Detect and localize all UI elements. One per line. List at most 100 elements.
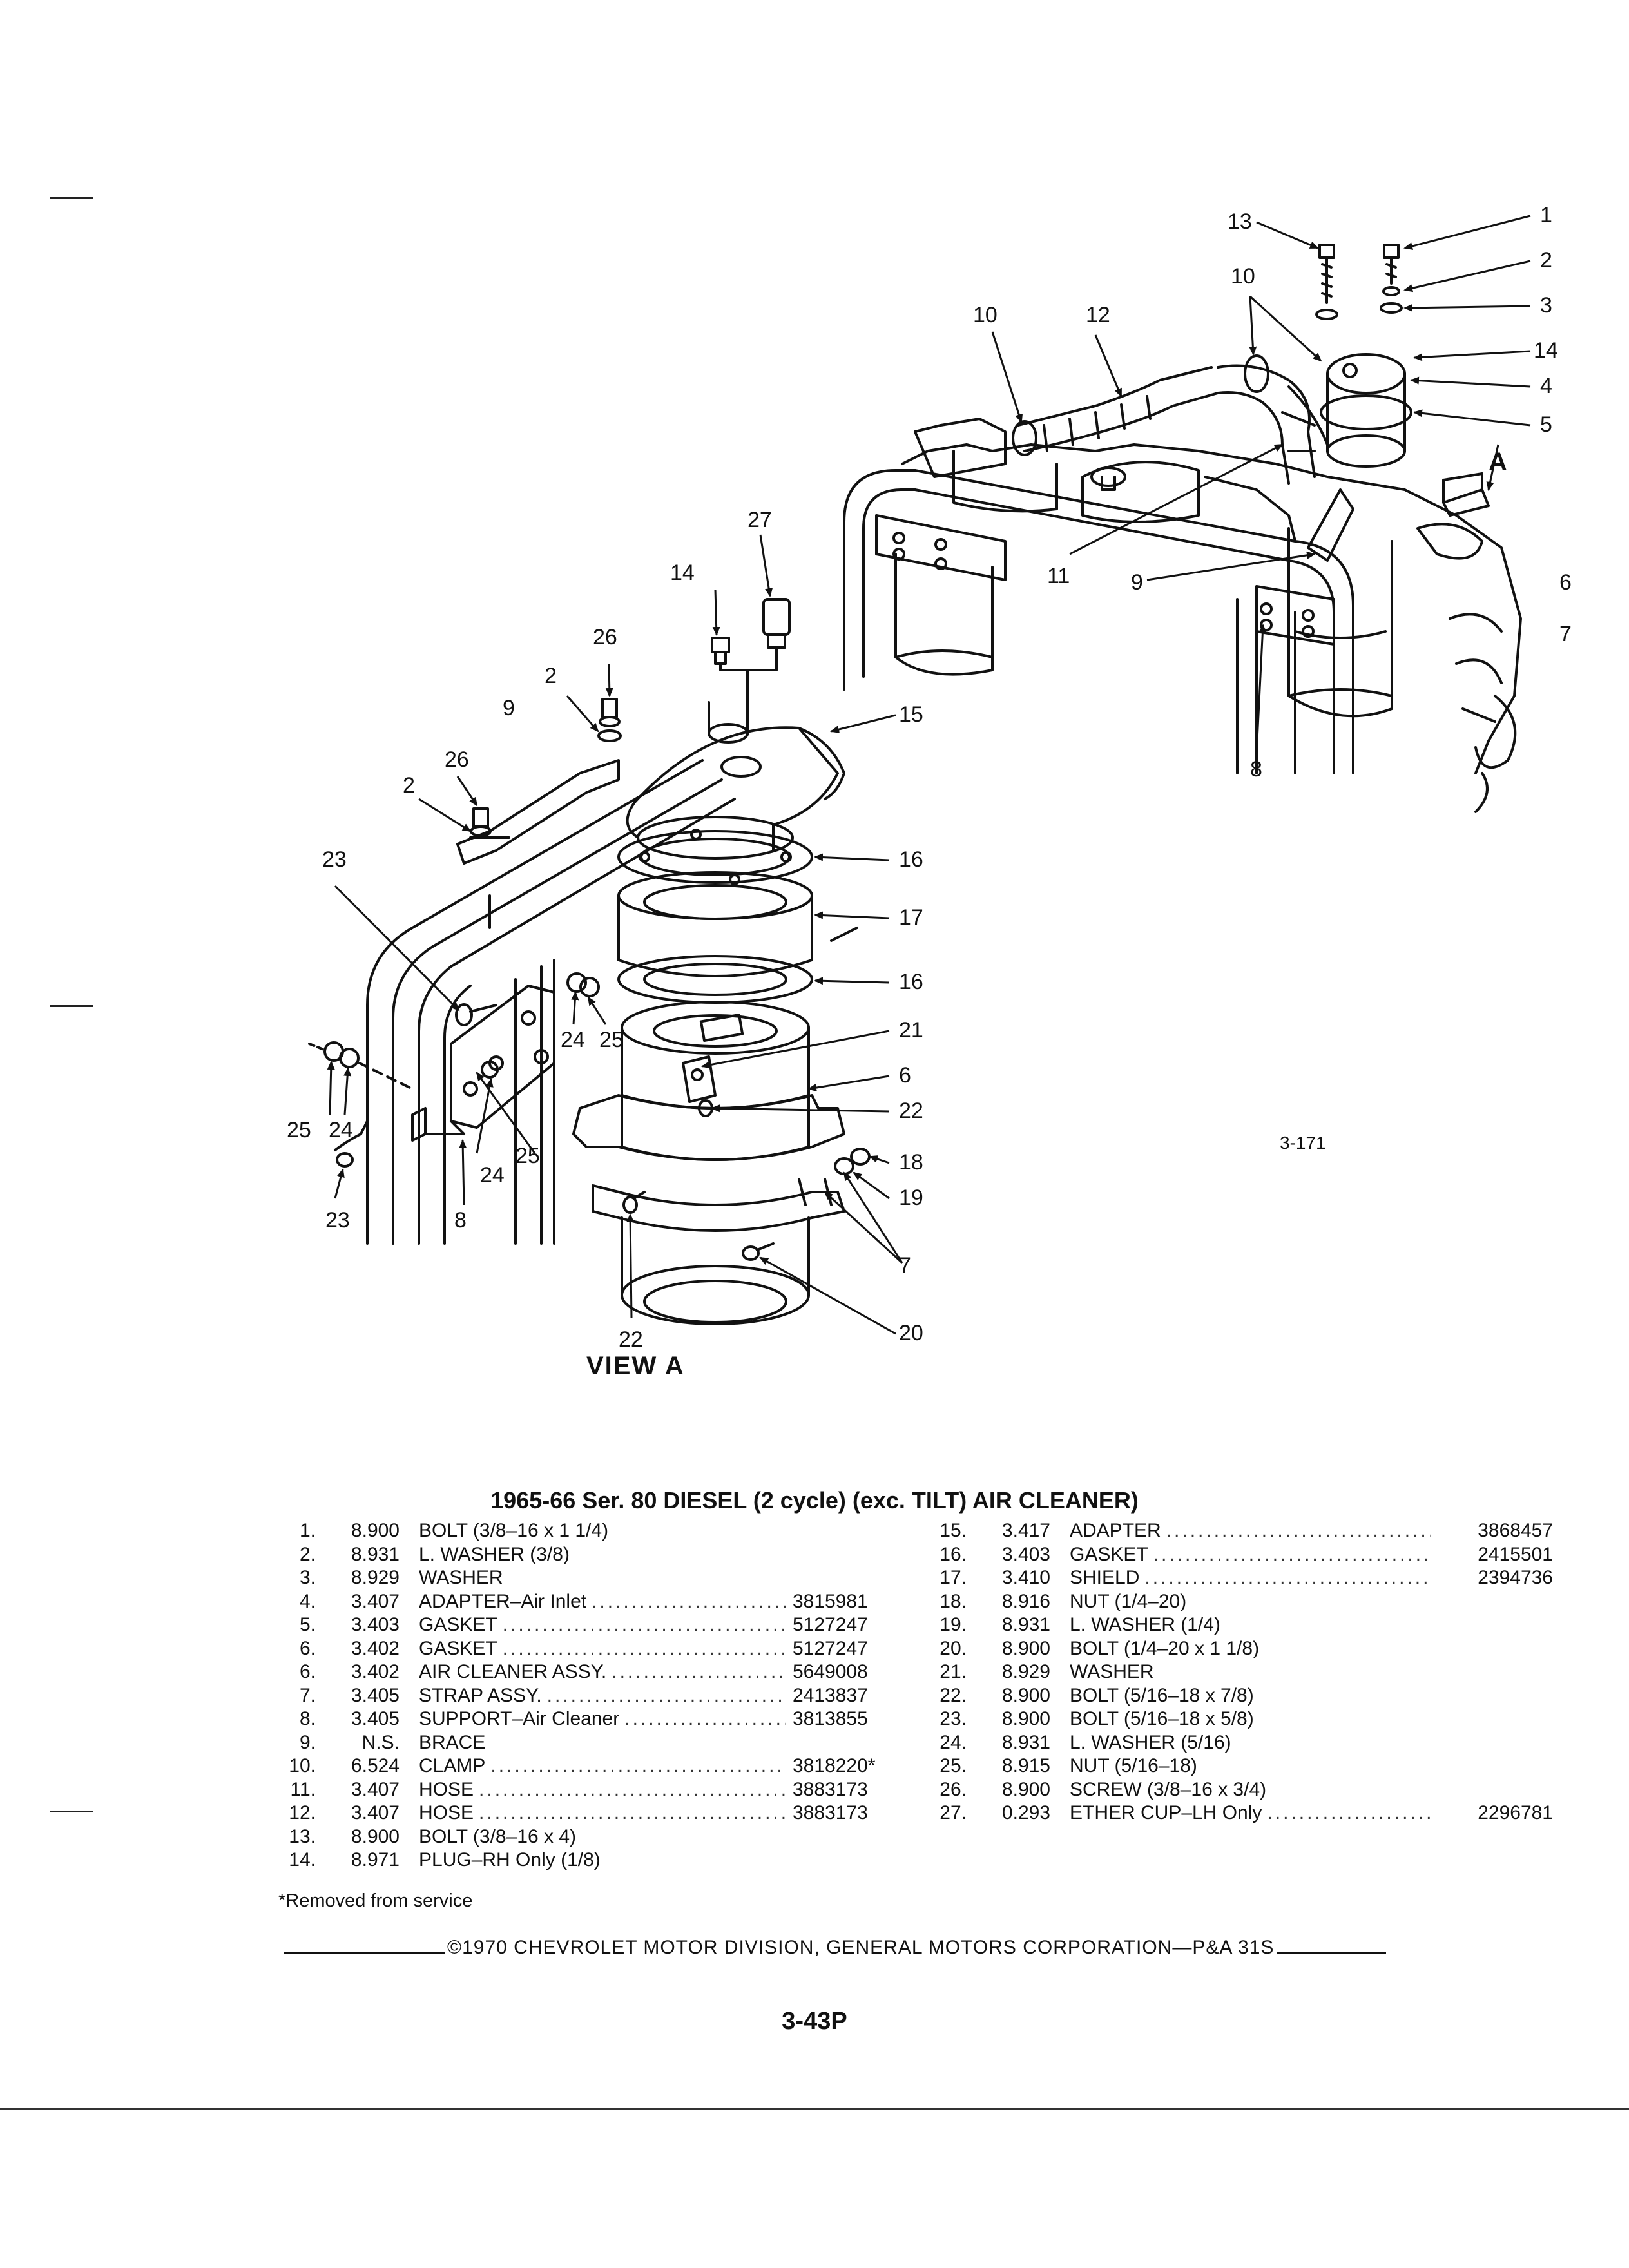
part-number-index: 20. xyxy=(940,1637,967,1659)
part-description: BOLT (3/8–16 x 1 1/4) xyxy=(419,1520,614,1541)
part-description-cell: BOLT (5/16–18 x 7/8) xyxy=(1070,1684,1431,1708)
copyright-line: ©1970 CHEVROLET MOTOR DIVISION, GENERAL … xyxy=(284,1937,1508,1959)
part-description: ADAPTER xyxy=(1070,1520,1166,1541)
part-description-cell: PLUG–RH Only (1/8) xyxy=(419,1849,786,1872)
group-number: 6.524 xyxy=(351,1755,400,1776)
part-number xyxy=(1431,1660,1553,1684)
part-description: WASHER xyxy=(419,1567,508,1588)
part-description: BOLT (3/8–16 x 4) xyxy=(419,1825,582,1847)
part-number xyxy=(1431,1707,1553,1731)
part-description-cell: BOLT (5/16–18 x 5/8) xyxy=(1070,1707,1431,1731)
view-callout-24-lower: 24 xyxy=(480,1163,505,1187)
part-number: 2413837 xyxy=(793,1684,868,1706)
dot-leader: ........................................ xyxy=(1267,1802,1431,1823)
part-description: GASKET xyxy=(1070,1543,1153,1565)
part-description-cell: ADAPTER.................................… xyxy=(1070,1519,1431,1543)
part-description: AIR CLEANER ASSY. xyxy=(419,1661,612,1682)
view-callout-2-left: 2 xyxy=(403,773,415,798)
view-callout-20: 20 xyxy=(899,1321,923,1345)
group-number: 3.402 xyxy=(351,1637,400,1659)
part-number-index: 21. xyxy=(940,1661,967,1682)
part-number-index: 7. xyxy=(299,1684,316,1706)
part-description-cell: HOSE....................................… xyxy=(419,1802,786,1825)
group-number: 8.931 xyxy=(351,1543,400,1565)
copyright-rule-left xyxy=(284,1952,445,1954)
group-number: 3.417 xyxy=(1001,1520,1050,1541)
callout-10-left: 10 xyxy=(973,303,998,327)
group-number: 8.900 xyxy=(1001,1778,1050,1800)
part-description: BOLT (5/16–18 x 7/8) xyxy=(1070,1684,1259,1706)
view-callout-14: 14 xyxy=(670,561,695,585)
part-number: 3815981 xyxy=(793,1590,868,1612)
part-number-index: 5. xyxy=(299,1614,316,1635)
part-number-index: 25. xyxy=(940,1755,967,1776)
view-callout-2-top: 2 xyxy=(545,664,557,688)
group-number: 3.410 xyxy=(1001,1567,1050,1588)
part-description: CLAMP xyxy=(419,1755,491,1776)
group-number: 8.929 xyxy=(1001,1661,1050,1682)
part-number: 5127247 xyxy=(793,1637,868,1659)
view-callout-23-bottom: 23 xyxy=(325,1208,350,1233)
copyright-text: ©1970 CHEVROLET MOTOR DIVISION, GENERAL … xyxy=(447,1937,1275,1958)
exploded-parts-diagram: 1 2 3 14 4 5 6 7 8 9 10 10 11 12 13 A 27… xyxy=(287,203,1572,1352)
page-number: 3-43P xyxy=(782,2008,847,2035)
callout-9: 9 xyxy=(1131,570,1143,595)
footnote: *Removed from service xyxy=(278,1890,473,1911)
part-description-cell: AIR CLEANER ASSY........................… xyxy=(419,1660,786,1684)
part-number-index: 9. xyxy=(299,1731,316,1753)
group-number: 3.407 xyxy=(351,1590,400,1612)
part-description-cell: SUPPORT–Air Cleaner.....................… xyxy=(419,1707,786,1731)
part-description-cell: BRACE xyxy=(419,1731,786,1755)
part-number: 5127247 xyxy=(793,1614,868,1635)
part-description-cell: SHIELD..................................… xyxy=(1070,1566,1431,1590)
view-callout-26-left: 26 xyxy=(445,747,469,772)
margin-mark-top xyxy=(50,197,93,199)
part-number xyxy=(786,1519,889,1543)
callout-14: 14 xyxy=(1534,338,1558,363)
part-number-index: 6. xyxy=(299,1637,316,1659)
part-number-index: 2. xyxy=(299,1543,316,1565)
parts-list-title: 1965-66 Ser. 80 DIESEL (2 cycle) (exc. T… xyxy=(490,1487,1139,1514)
part-number xyxy=(1431,1731,1553,1755)
dot-leader: ........................................ xyxy=(479,1778,786,1800)
part-number: 2394736 xyxy=(1478,1567,1553,1588)
group-number: 8.916 xyxy=(1001,1590,1050,1612)
part-number: 3868457 xyxy=(1478,1520,1553,1541)
part-description-cell: GASKET..................................… xyxy=(419,1613,786,1637)
view-callout-18: 18 xyxy=(899,1150,923,1175)
part-description: BRACE xyxy=(419,1731,491,1753)
part-number xyxy=(1431,1613,1553,1637)
view-a-indicator: A xyxy=(1489,448,1507,476)
group-number: 8.900 xyxy=(351,1520,400,1541)
dot-leader: ........................................ xyxy=(1166,1520,1431,1541)
view-callout-16-lower: 16 xyxy=(899,970,923,994)
view-callout-25-lower: 25 xyxy=(516,1144,540,1168)
part-description: HOSE xyxy=(419,1802,479,1823)
group-number: 3.407 xyxy=(351,1802,400,1823)
view-callout-21: 21 xyxy=(899,1018,923,1043)
view-a-title: VIEW A xyxy=(586,1352,685,1380)
dot-leader: ........................................ xyxy=(1144,1567,1431,1588)
callout-7: 7 xyxy=(1559,622,1572,646)
part-description-cell: GASKET..................................… xyxy=(1070,1543,1431,1567)
part-description: L. WASHER (5/16) xyxy=(1070,1731,1237,1753)
group-number: 3.402 xyxy=(351,1661,400,1682)
part-number xyxy=(1431,1684,1553,1708)
